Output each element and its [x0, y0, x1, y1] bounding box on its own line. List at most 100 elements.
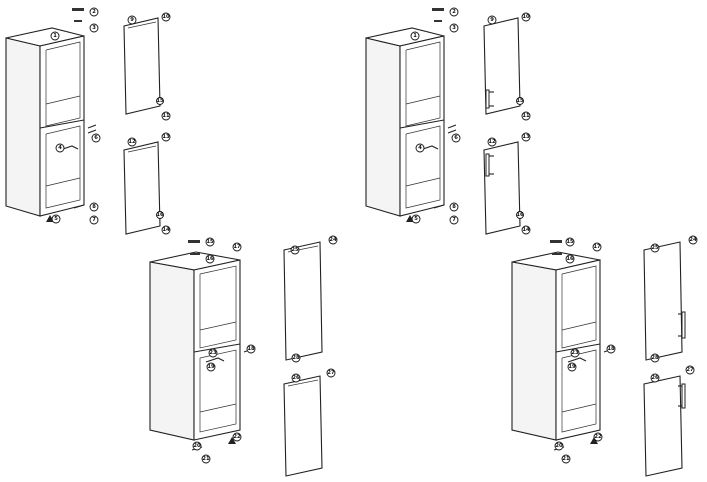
label-20: 20: [192, 441, 202, 451]
label-4: 4: [55, 143, 65, 153]
label-3: 3: [449, 23, 459, 33]
label-25: 25: [290, 245, 300, 255]
svg-text:22: 22: [594, 434, 602, 440]
label-16: 16: [565, 254, 575, 264]
label-16: 16: [156, 211, 164, 219]
label-22: 22: [593, 432, 603, 442]
svg-text:13: 13: [522, 134, 530, 140]
svg-text:1: 1: [53, 33, 57, 39]
label-6: 6: [91, 133, 101, 143]
fridge-cabinet: [5, 27, 85, 217]
svg-text:11: 11: [162, 113, 170, 119]
label-21: 21: [561, 454, 571, 464]
panel-2: 1 2 3 4 5 6 7 8 9 10 11 12 13 14 15 16: [365, 7, 531, 235]
svg-text:4: 4: [58, 145, 62, 151]
label-28: 28: [650, 353, 660, 363]
label-11: 11: [521, 111, 531, 121]
svg-text:25: 25: [651, 245, 659, 251]
svg-text:16: 16: [206, 256, 214, 262]
svg-text:28: 28: [292, 355, 300, 361]
svg-text:1: 1: [413, 33, 417, 39]
panel-4: 15 16 17 18 19 20 21 22 23 24 25 26 27 2…: [511, 235, 698, 477]
svg-text:26: 26: [651, 375, 659, 381]
svg-text:12: 12: [488, 139, 496, 145]
label-28: 28: [291, 353, 301, 363]
svg-text:11: 11: [522, 113, 530, 119]
svg-text:15: 15: [156, 98, 164, 104]
label-13: 13: [161, 132, 171, 142]
svg-text:8: 8: [452, 204, 456, 210]
svg-text:17: 17: [233, 244, 241, 250]
label-5: 5: [411, 214, 421, 224]
label-14: 14: [161, 225, 171, 235]
svg-text:10: 10: [162, 14, 170, 20]
svg-text:17: 17: [593, 244, 601, 250]
label-26: 26: [650, 373, 660, 383]
svg-text:13: 13: [162, 134, 170, 140]
svg-text:16: 16: [516, 212, 524, 218]
label-25: 25: [650, 243, 660, 253]
label-16: 16: [516, 211, 524, 219]
label-13: 13: [521, 132, 531, 142]
label-15: 15: [565, 237, 575, 247]
svg-text:2: 2: [452, 9, 456, 15]
label-10: 10: [161, 12, 171, 22]
label-17: 17: [592, 242, 602, 252]
upper-door: [283, 241, 323, 361]
svg-text:8: 8: [92, 204, 96, 210]
label-16: 16: [205, 254, 215, 264]
svg-text:23: 23: [571, 350, 579, 356]
lower-door: [283, 375, 323, 477]
svg-text:7: 7: [452, 217, 456, 223]
svg-text:21: 21: [562, 456, 570, 462]
lower-door: [483, 141, 521, 235]
label-1: 1: [50, 31, 60, 41]
svg-text:27: 27: [686, 367, 694, 373]
svg-text:6: 6: [454, 135, 458, 141]
label-7: 7: [89, 215, 99, 225]
svg-text:25: 25: [291, 247, 299, 253]
svg-text:2: 2: [92, 9, 96, 15]
label-20: 20: [554, 441, 564, 451]
svg-text:26: 26: [292, 375, 300, 381]
upper-door: [483, 17, 521, 115]
label-10: 10: [521, 12, 531, 22]
label-15: 15: [156, 97, 164, 105]
svg-text:4: 4: [418, 145, 422, 151]
svg-text:14: 14: [162, 227, 170, 233]
label-3: 3: [89, 23, 99, 33]
svg-text:3: 3: [452, 25, 456, 31]
svg-text:28: 28: [651, 355, 659, 361]
label-27: 27: [685, 365, 695, 375]
label-15: 15: [516, 97, 524, 105]
label-8: 8: [89, 202, 99, 212]
label-7: 7: [449, 215, 459, 225]
svg-text:16: 16: [566, 256, 574, 262]
svg-text:21: 21: [202, 456, 210, 462]
label-5: 5: [51, 214, 61, 224]
svg-text:18: 18: [247, 346, 255, 352]
label-22: 22: [232, 432, 242, 442]
label-18: 18: [606, 344, 616, 354]
svg-text:7: 7: [92, 217, 96, 223]
svg-text:19: 19: [207, 364, 215, 370]
svg-text:27: 27: [327, 370, 335, 376]
label-14: 14: [521, 225, 531, 235]
label-19: 19: [206, 362, 216, 372]
label-15: 15: [205, 237, 215, 247]
svg-text:15: 15: [206, 239, 214, 245]
svg-text:5: 5: [54, 216, 58, 222]
svg-text:12: 12: [128, 139, 136, 145]
svg-text:15: 15: [516, 98, 524, 104]
lower-door: [643, 375, 686, 477]
label-4: 4: [415, 143, 425, 153]
svg-text:9: 9: [490, 17, 494, 23]
lower-door: [123, 141, 161, 235]
svg-text:24: 24: [689, 237, 697, 243]
label-26: 26: [291, 373, 301, 383]
svg-text:23: 23: [209, 350, 217, 356]
fridge-cabinet: [511, 251, 601, 441]
svg-text:6: 6: [94, 135, 98, 141]
